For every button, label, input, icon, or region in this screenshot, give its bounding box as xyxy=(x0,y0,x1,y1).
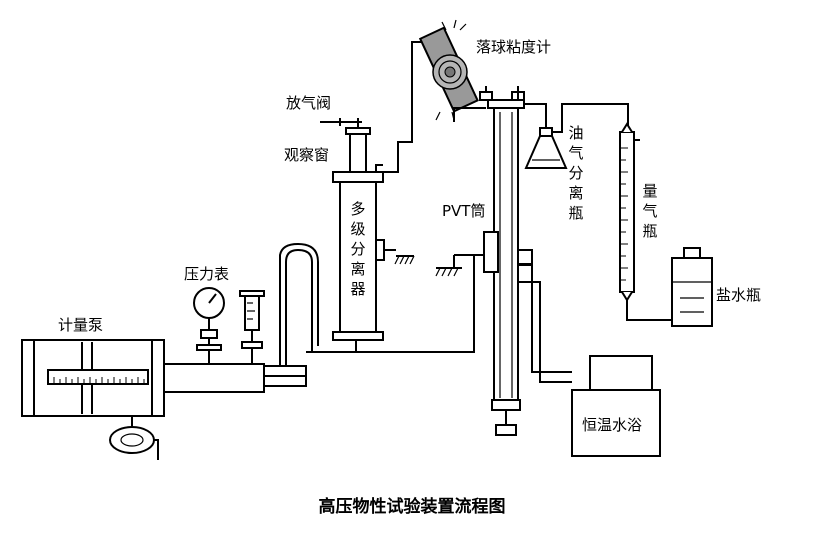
label-vent-valve: 放气阀 xyxy=(286,94,331,112)
pressure-gauge xyxy=(193,287,225,364)
pipe-separator-to-viscometer xyxy=(375,41,440,173)
gas-meter xyxy=(619,122,640,302)
small-cylinder xyxy=(239,290,265,364)
pipe-viscometer-to-pvt xyxy=(453,107,486,122)
pump-scale xyxy=(53,377,145,384)
brine-bottle xyxy=(671,247,713,327)
metering-pump xyxy=(21,339,165,417)
figure-caption: 高压物性试验装置流程图 xyxy=(319,496,506,517)
u-tube-loop xyxy=(285,248,357,366)
label-oil-gas-separator: 油气分离瓶 xyxy=(568,124,583,222)
main-pipe xyxy=(163,363,265,393)
label-brine-bottle: 盐水瓶 xyxy=(716,286,761,304)
sight-window xyxy=(345,127,371,173)
pvt-ground-icon xyxy=(435,254,484,277)
bath-line-upper xyxy=(518,264,572,373)
label-water-bath: 恒温水浴 xyxy=(582,416,642,434)
pipe-pvt-to-oil-gas xyxy=(517,86,547,128)
pipe-oil-gas-to-gas-meter xyxy=(552,103,629,133)
vent-valve xyxy=(320,118,362,128)
label-metering-pump: 计量泵 xyxy=(58,316,103,334)
label-multistage-separator: 多级分离器 xyxy=(350,200,365,298)
water-bath xyxy=(571,355,661,457)
falling-ball-viscometer xyxy=(418,19,479,122)
multistage-separator xyxy=(332,171,415,341)
pvt-cell xyxy=(479,86,533,436)
pump-handwheel xyxy=(109,416,159,460)
label-sight-window: 观察窗 xyxy=(284,146,329,164)
separator-ground-icon xyxy=(394,255,415,265)
label-pressure-gauge: 压力表 xyxy=(184,265,229,283)
pipe-gas-meter-to-brine xyxy=(626,300,677,321)
label-pvt-cell: PVT筒 xyxy=(442,202,485,220)
label-falling-ball-viscometer: 落球粘度计 xyxy=(476,38,551,56)
label-gas-meter: 量气瓶 xyxy=(642,182,657,240)
bath-line-lower xyxy=(518,281,572,383)
oil-gas-separator xyxy=(524,127,568,169)
